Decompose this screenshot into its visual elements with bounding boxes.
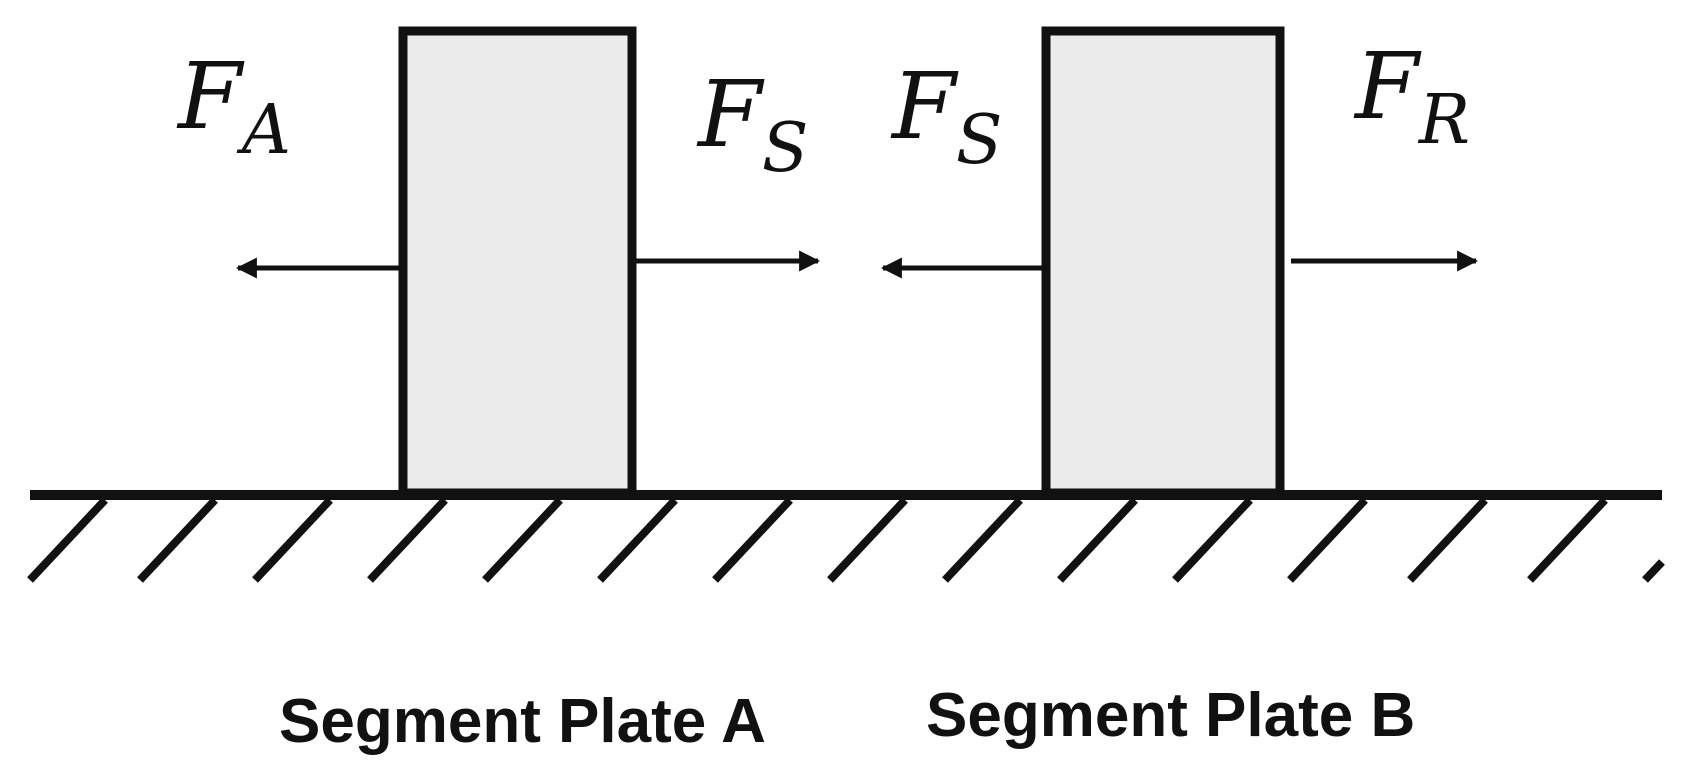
force-subscript: A — [236, 91, 291, 170]
ground-hatching — [27, 497, 1665, 583]
force-subscript: R — [1417, 81, 1470, 160]
force-symbol: F — [696, 61, 765, 168]
caption-segment-plate-a: Segment Plate A — [279, 687, 766, 756]
force-label-fs-right-plate: FS — [890, 53, 1002, 180]
force-subscript: S — [956, 101, 1003, 180]
segment-plate-a — [398, 26, 637, 498]
force-subscript: S — [762, 109, 809, 188]
force-label-fa: FA — [176, 43, 291, 170]
caption-segment-plate-b: Segment Plate B — [926, 681, 1415, 750]
force-symbol: F — [176, 43, 245, 150]
force-label-fs-left-plate: FS — [696, 61, 808, 188]
segment-plate-b — [1041, 26, 1285, 498]
force-symbol: F — [890, 53, 959, 160]
force-label-fr: FR — [1353, 33, 1470, 160]
force-symbol: F — [1353, 33, 1422, 140]
